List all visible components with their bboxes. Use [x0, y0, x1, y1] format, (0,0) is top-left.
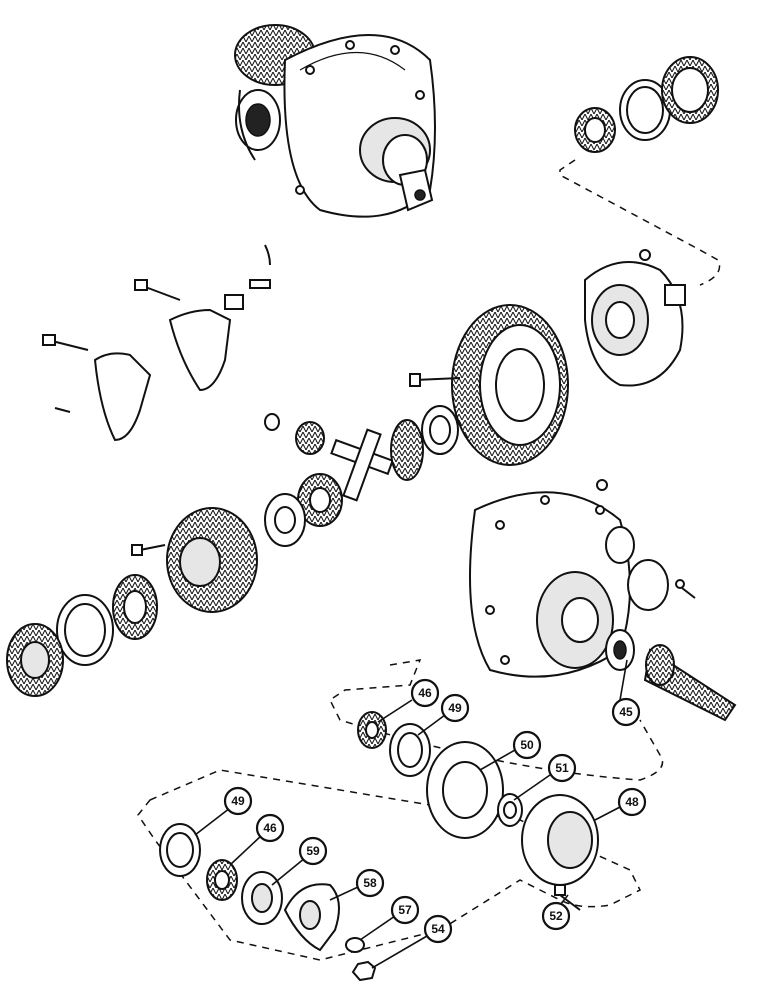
assembled-differential-housing [234, 24, 436, 218]
callout-label: 49 [448, 701, 462, 715]
callout-48: 48 [594, 787, 647, 821]
callout-label: 49 [231, 794, 245, 808]
pinion-bearing-parts-lower [159, 823, 377, 982]
pinion-bearing-parts-upper [357, 711, 599, 911]
callout-46-upper: 46 [377, 678, 440, 723]
callout-54: 54 [371, 914, 453, 969]
callout-label: 48 [625, 795, 639, 809]
left-case-and-bearings [6, 507, 258, 697]
callout-label: 52 [549, 909, 563, 923]
callout-label: 50 [520, 738, 534, 752]
callout-52: 52 [541, 894, 571, 931]
callout-label: 46 [263, 821, 277, 835]
callout-label: 45 [619, 705, 633, 719]
callout-label: 58 [363, 876, 377, 890]
callout-49-upper: 49 [417, 693, 470, 736]
callout-label: 46 [418, 686, 432, 700]
callout-label: 51 [555, 761, 569, 775]
callout-label: 54 [431, 922, 445, 936]
bearing-caps-and-bolts [42, 244, 271, 442]
spider-gears-and-cross [264, 405, 459, 547]
callout-49-lower: 49 [194, 786, 253, 836]
callout-label: 57 [398, 903, 412, 917]
callout-45: 45 [611, 659, 641, 727]
callout-50: 50 [479, 730, 542, 771]
carrier-housing [469, 491, 737, 722]
pinion-group-outline-lower [137, 769, 642, 961]
callout-59: 59 [271, 836, 328, 886]
side-bearing-set-top [559, 56, 721, 286]
callout-57: 57 [359, 895, 420, 941]
callout-51: 51 [513, 753, 577, 801]
callout-46-lower: 46 [229, 813, 285, 866]
callout-58: 58 [329, 868, 385, 901]
ring-gear-and-case [409, 249, 686, 491]
callout-label: 59 [306, 844, 320, 858]
